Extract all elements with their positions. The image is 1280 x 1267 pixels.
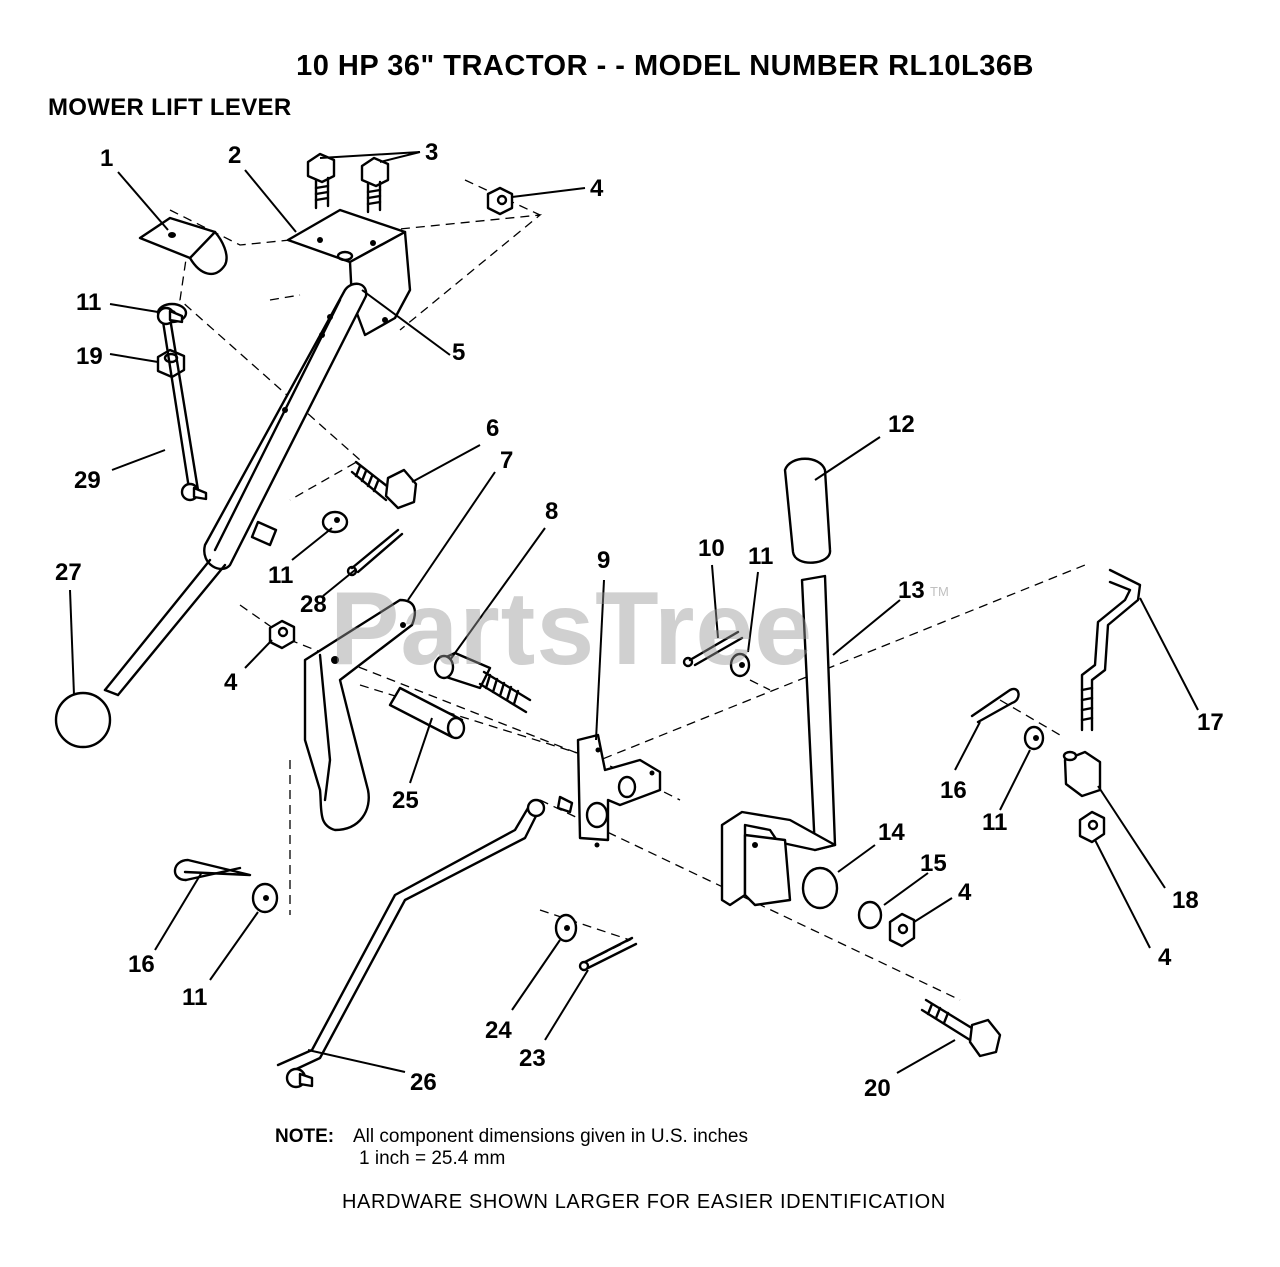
leader-lines: [69, 151, 1199, 1074]
note-line-1: All component dimensions given in U.S. i…: [353, 1126, 748, 1147]
callout-17: 17: [1197, 709, 1224, 736]
callout-labels: 1 2 3 4 11 19 5 6 7 29 11 28 27 4 8 25 9…: [55, 139, 1224, 1102]
callout-11: 11: [76, 289, 101, 316]
callout-2: 2: [228, 142, 241, 169]
part-5-lift-arm: [103, 282, 368, 697]
callout-16: 16: [940, 777, 967, 804]
part-11-washer-left: [251, 882, 279, 914]
part-23-cotter-pin: [578, 936, 638, 972]
callout-3: 3: [425, 139, 438, 166]
callout-4: 4: [1158, 944, 1172, 971]
part-11-washer-middle: [321, 510, 349, 534]
callout-10: 10: [698, 535, 725, 562]
callout-29: 29: [74, 467, 101, 494]
callout-25: 25: [392, 787, 419, 814]
callout-24: 24: [485, 1017, 512, 1044]
page-title: 10 HP 36" TRACTOR - - MODEL NUMBER RL10L…: [296, 50, 1034, 82]
callout-4: 4: [224, 669, 238, 696]
callout-23: 23: [519, 1045, 546, 1072]
callout-26: 26: [410, 1069, 437, 1096]
part-4-nut-top: [486, 186, 514, 216]
watermark-trademark: TM: [930, 584, 949, 599]
hardware-footer: HARDWARE SHOWN LARGER FOR EASIER IDENTIF…: [342, 1191, 946, 1213]
part-6-bolt: [350, 460, 418, 510]
callout-18: 18: [1172, 887, 1199, 914]
callout-4: 4: [590, 175, 604, 202]
note-line-2: 1 inch = 25.4 mm: [359, 1148, 506, 1169]
part-4-nut-middle: [268, 619, 296, 650]
part-17-rod: [1080, 568, 1142, 732]
part-15-washer: [857, 900, 883, 930]
part-1-clip: [138, 216, 228, 276]
part-12-grip: [783, 457, 832, 564]
callout-12: 12: [888, 411, 915, 438]
part-16-hairpin-right: [970, 687, 1020, 724]
part-10-cotter-pin: [682, 630, 744, 668]
part-8-shoulder-bolt: [433, 651, 532, 714]
note-label: NOTE:: [275, 1126, 335, 1147]
part-3-bolts: [306, 152, 390, 214]
callout-9: 9: [597, 547, 610, 574]
part-26-lift-link: [276, 795, 574, 1089]
part-14-bushing: [801, 866, 839, 910]
part-13-lever: [720, 574, 837, 907]
part-28-cotter-pin: [346, 528, 404, 577]
callout-5: 5: [452, 339, 465, 366]
part-7-plate: [303, 598, 416, 832]
callout-28: 28: [300, 591, 327, 618]
callout-11: 11: [182, 984, 207, 1011]
callout-16: 16: [128, 951, 155, 978]
callout-1: 1: [100, 145, 113, 172]
callout-14: 14: [878, 819, 905, 846]
part-11-washer-center: [729, 652, 751, 678]
part-25-spacer: [388, 686, 466, 740]
callout-15: 15: [920, 850, 947, 877]
part-18-swivel: [1062, 750, 1102, 798]
callout-20: 20: [864, 1075, 891, 1102]
part-24-washer: [554, 913, 578, 943]
part-16-hairpin-left: [173, 858, 252, 882]
part-29-link: [156, 306, 208, 502]
callout-7: 7: [500, 447, 513, 474]
part-4-nut-right: [1078, 810, 1106, 844]
callout-11: 11: [268, 562, 293, 589]
part-4-nut-center-right: [888, 912, 916, 948]
part-11-washer-right: [1023, 725, 1045, 751]
watermark-logo: PartsTree: [330, 571, 814, 687]
section-title: MOWER LIFT LEVER: [48, 94, 292, 121]
callout-27: 27: [55, 559, 82, 586]
callout-4: 4: [958, 879, 972, 906]
callout-6: 6: [486, 415, 499, 442]
callout-19: 19: [76, 343, 103, 370]
part-27-knob: [54, 691, 112, 749]
callout-13: 13: [898, 577, 925, 604]
part-20-bolt: [920, 998, 1002, 1058]
callout-11: 11: [748, 543, 773, 570]
callout-11: 11: [982, 809, 1007, 836]
part-9-pivot-bracket: [576, 733, 662, 848]
callout-8: 8: [545, 498, 558, 525]
